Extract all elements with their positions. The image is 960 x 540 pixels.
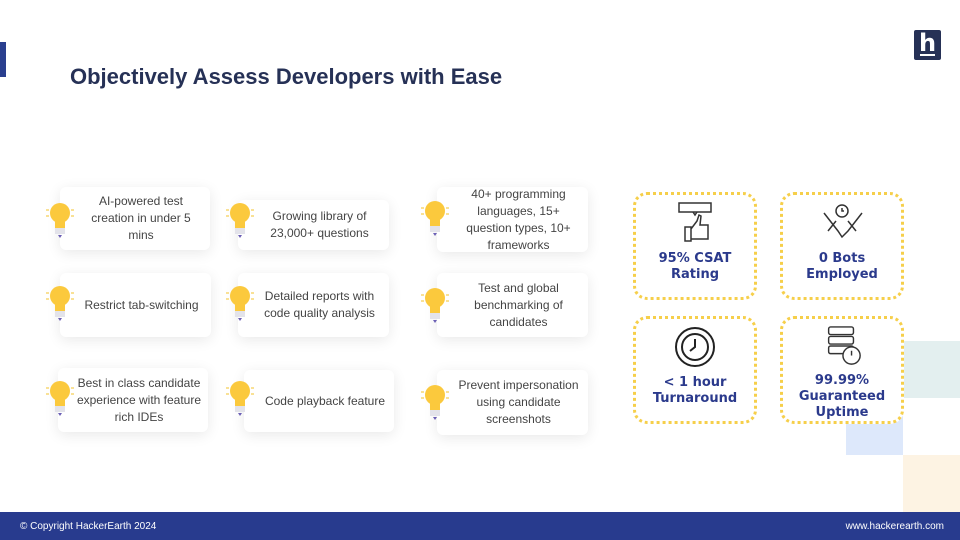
feature-card: Best in class candidate experience with … — [58, 368, 208, 432]
decor-tile-teal — [903, 341, 960, 398]
feature-card: Code playback feature — [244, 370, 394, 432]
stat-label: 95% CSAT Rating — [658, 251, 732, 282]
handshake-icon — [823, 204, 863, 239]
feature-text: Restrict tab-switching — [84, 297, 199, 312]
lightbulb-icon — [421, 385, 449, 420]
stat-turnaround: < 1 hour Turnaround — [633, 316, 757, 424]
feature-text: Code playback feature — [264, 393, 386, 408]
lightbulb-icon — [226, 203, 254, 238]
hackerearth-logo: h — [914, 30, 941, 60]
lightbulb-icon — [226, 286, 254, 321]
feature-card: AI-powered test creation in under 5 mins — [60, 187, 210, 250]
feature-text: 40+ programming languages, 15+ question … — [466, 186, 571, 252]
feature-card: Restrict tab-switching — [60, 273, 211, 337]
feature-text: AI-powered test creation in under 5 mins — [91, 194, 191, 242]
lightbulb-icon — [421, 288, 449, 323]
feature-card: Prevent impersonation using candidate sc… — [437, 370, 588, 435]
feature-text: Test and global benchmarking of candidat… — [474, 280, 563, 329]
feature-text: Growing library of 23,000+ questions — [270, 209, 369, 240]
lightbulb-icon — [421, 201, 449, 236]
footer: © Copyright HackerEarth 2024 www.hackere… — [0, 512, 960, 540]
stat-label: 99.99% Guaranteed Uptime — [798, 373, 886, 420]
feature-text: Best in class candidate experience with … — [76, 375, 202, 424]
server-icon — [827, 326, 861, 365]
feature-text: Prevent impersonation using candidate sc… — [458, 378, 579, 426]
stat-csat: 95% CSAT Rating — [633, 192, 757, 300]
feature-card: Test and global benchmarking of candidat… — [437, 273, 588, 337]
feature-card: Detailed reports with code quality analy… — [238, 273, 389, 337]
decor-tile-orange — [903, 455, 960, 512]
accent-bar — [0, 42, 6, 77]
feature-text: Detailed reports with code quality analy… — [264, 289, 375, 320]
feature-card: 40+ programming languages, 15+ question … — [437, 187, 588, 252]
website-link[interactable]: www.hackerearth.com — [845, 520, 944, 532]
stat-bots: 0 Bots Employed — [780, 192, 904, 300]
stat-uptime: 99.99% Guaranteed Uptime — [780, 316, 904, 424]
lightbulb-icon — [46, 203, 74, 238]
lightbulb-icon — [46, 286, 74, 321]
stat-label: 0 Bots Employed — [806, 251, 878, 282]
clock-icon — [675, 327, 715, 367]
lightbulb-icon — [226, 381, 254, 416]
feature-card: Growing library of 23,000+ questions — [238, 200, 389, 250]
stat-label: < 1 hour Turnaround — [652, 375, 738, 406]
page-title: Objectively Assess Developers with Ease — [70, 64, 503, 89]
thumbs-up-rating-icon — [678, 202, 712, 242]
copyright: © Copyright HackerEarth 2024 — [20, 520, 157, 532]
lightbulb-icon — [46, 381, 74, 416]
